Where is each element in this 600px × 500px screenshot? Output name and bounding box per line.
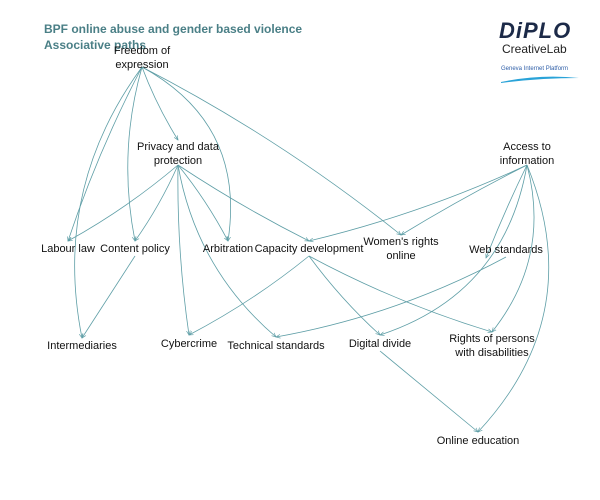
node-womens[interactable]: Women's rights online [363,235,438,263]
node-labour[interactable]: Labour law [41,242,95,256]
node-label-line: Intermediaries [47,340,117,352]
node-label-line: information [499,155,555,167]
node-web[interactable]: Web standards [469,243,543,257]
node-privacy[interactable]: Privacy and data protection [137,140,219,168]
edge-access-to-education [478,164,550,432]
node-intermediaries[interactable]: Intermediaries [47,339,117,353]
diagram-title: BPF online abuse and gender based violen… [44,21,302,53]
node-label-line: Digital divide [348,338,412,350]
node-digital[interactable]: Digital divide [349,337,411,351]
node-label-line: with disabilities [455,347,529,359]
node-label-line: Online education [436,435,520,447]
node-education[interactable]: Online education [437,434,520,448]
node-label-line: protection [153,155,203,167]
diplo-logo: DiPLO CreativeLab Geneva Internet Platfo… [499,18,581,86]
node-label-line: Cybercrime [160,338,218,350]
node-cybercrime[interactable]: Cybercrime [161,337,217,351]
edge-content-to-intermediaries [82,255,136,338]
node-label-line: online [386,250,416,262]
node-label-line: Content policy [100,243,170,255]
edge-privacy-to-content [135,164,179,241]
node-label-line: Access to [503,141,551,153]
edge-privacy-to-cybercrime [177,164,189,335]
edge-freedom-to-arbitration [141,66,232,241]
node-label-line: expression [115,59,169,71]
edge-access-to-rights [492,164,535,332]
edge-digital-to-education [379,350,478,432]
edge-privacy-to-labour [68,164,179,241]
edge-freedom-to-content [127,66,143,241]
node-technical[interactable]: Technical standards [227,339,324,353]
node-access[interactable]: Access to information [500,140,554,168]
edge-freedom-to-intermediaries [74,66,143,338]
logo-wordmark: DiPLO [499,18,572,43]
node-capacity[interactable]: Capacity development [255,242,364,256]
node-rights[interactable]: Rights of persons with disabilities [449,332,535,360]
edge-capacity-to-cybercrime [189,255,310,335]
node-label-line: Web standards [469,244,543,256]
node-label-line: Capacity development [254,243,364,255]
node-label-line: Freedom of [113,45,171,57]
node-freedom[interactable]: Freedom of expression [114,44,170,72]
edge-freedom-to-womens [141,66,401,235]
logo-swoosh-icon [501,76,579,83]
node-arbitration[interactable]: Arbitration [203,242,253,256]
edge-capacity-to-digital [308,255,380,335]
title-line-2: Associative paths [44,38,147,52]
node-content[interactable]: Content policy [100,242,170,256]
title-line-1: BPF online abuse and gender based violen… [44,22,303,36]
edge-freedom-to-privacy [141,66,178,140]
edge-freedom-to-labour [68,66,143,241]
edge-web-to-technical [276,256,507,337]
node-label-line: Labour law [41,243,95,255]
node-label-line: Arbitration [202,243,254,255]
node-label-line: Women's rights [363,236,439,248]
node-label-line: Privacy and data [137,141,219,153]
edge-capacity-to-rights [308,255,492,332]
edge-privacy-to-technical [177,164,276,337]
edge-access-to-womens [401,164,528,235]
edge-access-to-digital [380,164,528,335]
node-label-line: Rights of persons [449,333,535,345]
edge-access-to-web [486,164,528,258]
edge-access-to-capacity [309,164,528,241]
edge-privacy-to-arbitration [177,164,228,241]
node-label-line: Technical standards [227,340,325,352]
logo-tagline: Geneva Internet Platform [501,66,569,72]
logo-subtitle: CreativeLab [502,42,567,56]
edge-privacy-to-capacity [177,164,309,241]
